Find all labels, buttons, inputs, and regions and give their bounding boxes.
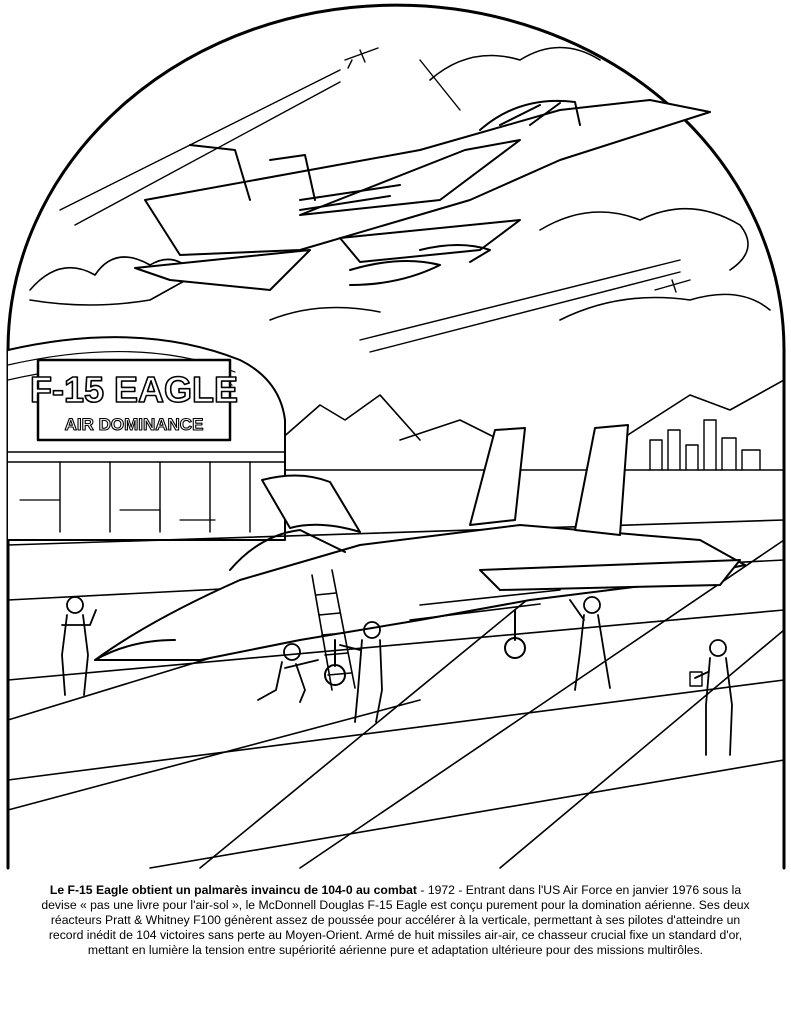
sky-contrails: [59, 59, 681, 353]
hangar: [7, 336, 286, 541]
crew-member-ladder: [339, 621, 383, 723]
tarmac-grid: [7, 519, 785, 869]
boarding-ladder: [311, 569, 356, 691]
sky-clouds: [29, 46, 771, 321]
caption-body: - 1972 - Entrant dans l'US Air Force en …: [41, 883, 750, 957]
flying-f15-jet: [134, 99, 711, 291]
mountains: [279, 379, 785, 441]
crew-member-kneeling: [257, 643, 319, 703]
dome-frame: [6, 3, 786, 870]
crew-member-clipboard: [689, 639, 733, 756]
distant-jet-2-icon: [654, 279, 691, 293]
parked-f15-jet: [94, 424, 746, 686]
coloring-illustration: F-15 EAGLE AIR DOMINANCE: [6, 3, 786, 870]
city-skyline: [279, 419, 785, 471]
caption: Le F-15 Eagle obtient un palmarès invain…: [40, 883, 751, 958]
crew-member-left: [61, 596, 97, 696]
hangar-sign: [36, 358, 232, 442]
caption-title: Le F-15 Eagle obtient un palmarès invain…: [49, 883, 417, 897]
hangar-sign-line1: F-15 EAGLE: [30, 369, 238, 410]
hangar-sign-line2: AIR DOMINANCE: [65, 415, 204, 434]
distant-jet-icon: [344, 47, 379, 69]
crew-member-wing: [569, 596, 611, 691]
